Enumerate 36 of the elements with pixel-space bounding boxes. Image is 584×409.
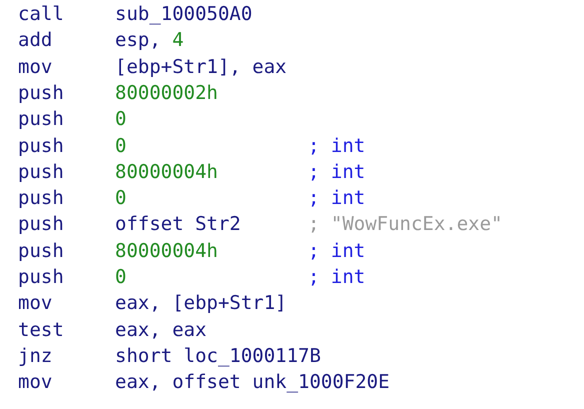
instruction-mnemonic: test bbox=[18, 318, 64, 341]
operand-text: sub_100050A0 bbox=[115, 3, 252, 25]
comment-text: ; int bbox=[308, 266, 366, 288]
instruction-mnemonic: push bbox=[18, 213, 64, 236]
operand-text: 0 bbox=[115, 187, 126, 210]
instruction-mnemonic: push bbox=[18, 108, 64, 130]
operand-text: 80000002h bbox=[115, 82, 218, 104]
instruction-mnemonic: push bbox=[18, 82, 64, 104]
operand-text: 0 bbox=[115, 134, 126, 156]
instruction-mnemonic: jnz bbox=[18, 344, 52, 367]
operand-text: 0 bbox=[115, 108, 126, 130]
operand-text: 0 bbox=[115, 266, 126, 288]
comment-text: ; int bbox=[308, 134, 366, 156]
comment-text: ; int bbox=[308, 187, 366, 210]
instruction-mnemonic: push bbox=[18, 240, 64, 262]
instruction-mnemonic: call bbox=[18, 3, 64, 25]
instruction-mnemonic: add bbox=[18, 29, 52, 52]
instruction-mnemonic: mov bbox=[18, 292, 52, 314]
instruction-mnemonic: push bbox=[18, 160, 64, 183]
operand-text: eax, offset unk_1000F20E bbox=[115, 371, 390, 394]
instruction-mnemonic: push bbox=[18, 134, 64, 156]
comment-text: ; int bbox=[308, 160, 366, 183]
operand-text: esp, 4 bbox=[115, 29, 184, 52]
comment-text: ; int bbox=[308, 240, 366, 262]
operand-text: 80000004h bbox=[115, 240, 218, 262]
operand-text: eax, [ebp+Str1] bbox=[115, 292, 287, 314]
instruction-mnemonic: mov bbox=[18, 56, 52, 78]
operand-text: [ebp+Str1], eax bbox=[115, 56, 287, 78]
comment-text: ; "WowFuncEx.exe" bbox=[308, 213, 502, 236]
operand-text: 80000004h bbox=[115, 160, 218, 183]
operand-text: short loc_1000117B bbox=[115, 344, 321, 367]
instruction-mnemonic: mov bbox=[18, 371, 52, 394]
instruction-mnemonic: push bbox=[18, 266, 64, 288]
instruction-mnemonic: push bbox=[18, 187, 64, 210]
operand-text: offset Str2 bbox=[115, 213, 241, 236]
operand-text: eax, eax bbox=[115, 318, 207, 341]
